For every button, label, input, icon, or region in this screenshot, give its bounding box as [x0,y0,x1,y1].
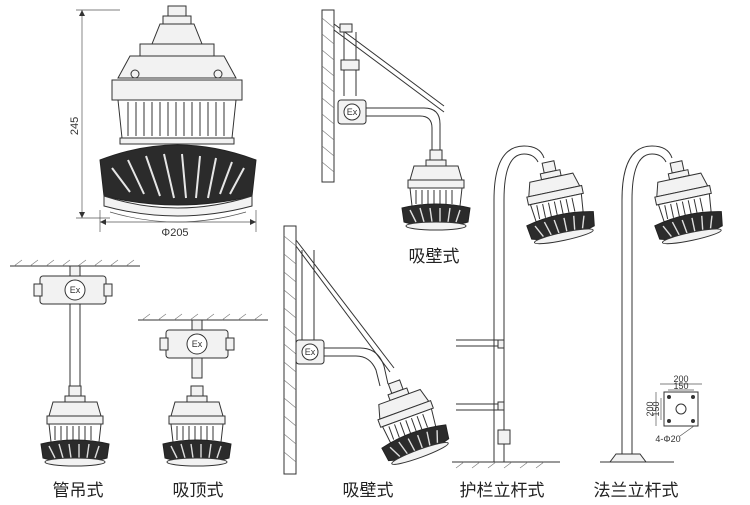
wall-mount-top-drawing [321,9,471,231]
flange-dim-inner-vertical: 150 [651,401,661,416]
height-dimension-label: 245 [69,117,81,135]
ex-mark-top: Ex [347,107,358,117]
caption-rail-pole: 护栏立杆式 [460,481,545,501]
diameter-dimension-label: Φ205 [161,227,188,239]
flange-holes-label: 4-Φ20 [655,434,680,444]
flange-pole-drawing [600,145,727,463]
ceiling-mount-drawing [138,313,268,467]
ex-mark-ceiling: Ex [192,339,203,349]
caption-pendant: 管吊式 [53,481,104,501]
wall-mount-bottom-drawing [283,225,455,475]
rail-pole-drawing [452,145,599,469]
ex-mark-bottom: Ex [305,347,316,357]
flange-dim-outer: 200 [673,374,688,384]
pendant-mount-drawing [10,259,140,467]
caption-flange-pole: 法兰立杆式 [594,481,679,501]
flange-dim-outer-vertical: 200 [645,401,655,416]
flange-dim-inner: 150 [673,381,688,391]
caption-wall-top: 吸壁式 [409,247,460,267]
ex-mark-pendant: Ex [70,285,81,295]
caption-ceiling: 吸顶式 [173,481,224,501]
caption-wall-bottom: 吸壁式 [343,481,394,501]
main-lamp-drawing [76,5,257,232]
